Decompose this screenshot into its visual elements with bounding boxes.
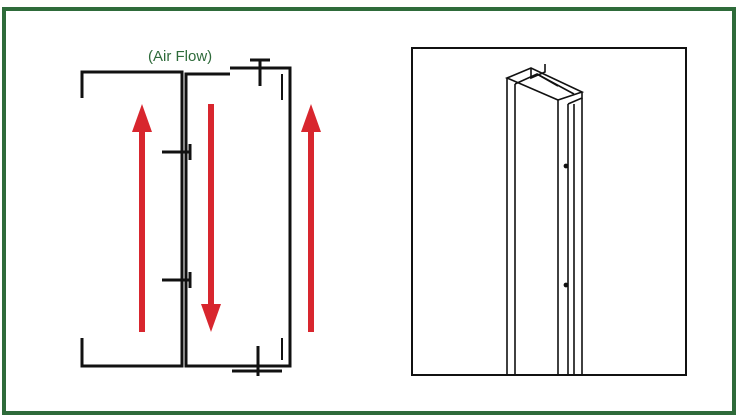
lower-rivet-icon [563,282,569,288]
post-top-slot [536,73,559,87]
illustration-box [411,47,687,376]
post-illustration [411,47,687,376]
airflow-label: (Air Flow) [148,48,213,65]
left-channel-outline [80,70,184,368]
upper-rivet-icon [563,163,569,169]
right-channel-outline [184,66,292,368]
airflow-section-diagram [80,58,292,376]
airflow-arrows [132,104,321,332]
middle-down-arrow-head [201,304,221,332]
middle-down-arrow-shaft [208,104,214,310]
left-up-arrow-shaft [139,126,145,332]
right-up-arrow-head [301,104,321,132]
post-top-right-lip [567,92,583,105]
left-up-arrow-head [132,104,152,132]
right-up-arrow-shaft [308,126,314,332]
